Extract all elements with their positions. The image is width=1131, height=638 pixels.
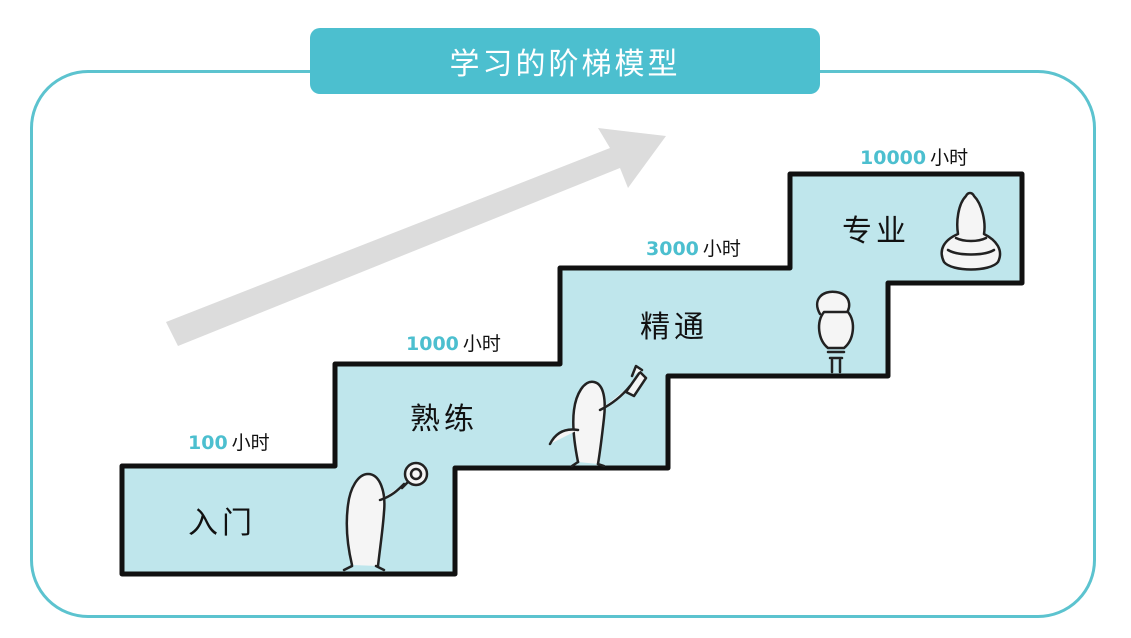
upward-arrow-icon: [166, 128, 666, 346]
hours-value: 1000: [406, 333, 459, 355]
hours-value: 10000: [860, 147, 927, 169]
hours-unit: 小时: [702, 238, 741, 260]
stage-label-jingtong: 精通: [640, 310, 708, 345]
stage-label-zhuanye: 专业: [842, 214, 910, 249]
hours-value: 100: [188, 432, 228, 454]
staircase-body: [119, 171, 1025, 577]
hours-unit: 小时: [231, 432, 270, 454]
magnifier-figure-icon: [342, 461, 429, 572]
stage-label-rumen: 入门: [188, 506, 256, 541]
meditating-figure-icon: [940, 191, 1002, 271]
lightbulb-figure-icon: [815, 290, 855, 374]
stage-label-shulian: 熟练: [410, 402, 478, 437]
torch-figure-icon: [548, 364, 648, 468]
hours-unit: 小时: [462, 333, 501, 355]
hours-unit: 小时: [930, 147, 969, 169]
hours-value: 3000: [646, 238, 699, 260]
diagram-title: 学习的阶梯模型: [310, 28, 820, 94]
